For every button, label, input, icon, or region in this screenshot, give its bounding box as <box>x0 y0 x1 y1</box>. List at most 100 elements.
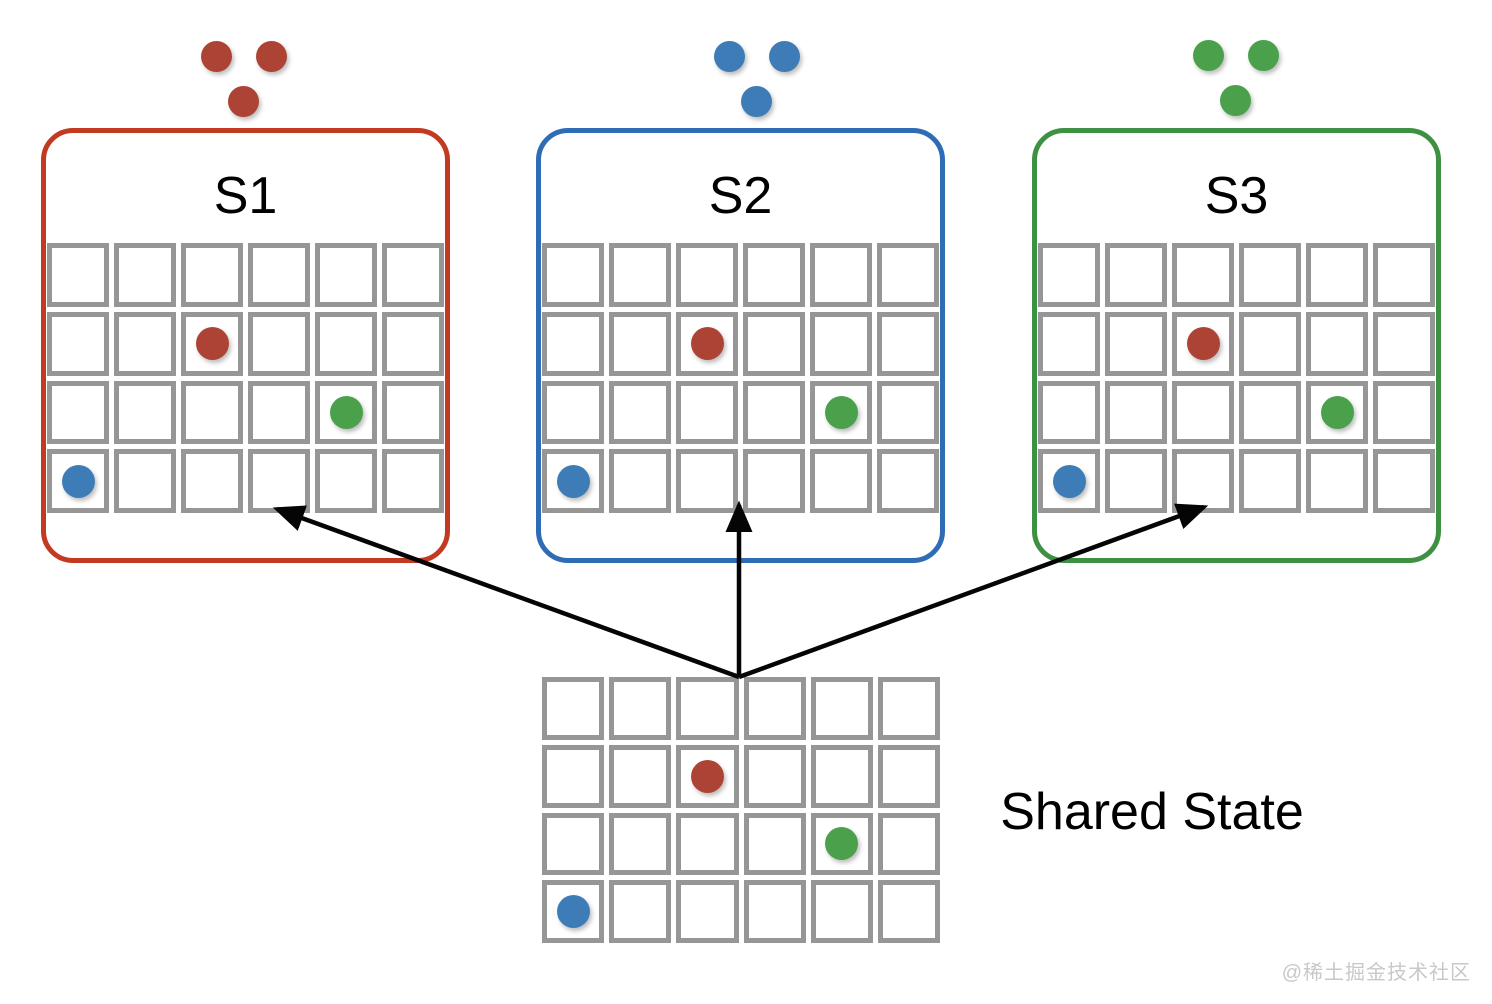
watermark: @稀土掘金技术社区 <box>1281 962 1471 984</box>
grid-cell <box>382 311 444 376</box>
grid-cell <box>609 744 672 808</box>
grid-cell <box>877 677 940 740</box>
grid-cell <box>315 380 377 445</box>
grid-cell <box>609 812 672 876</box>
grid-cell <box>676 449 738 513</box>
grid-cell <box>877 311 939 376</box>
grid-cell <box>676 311 738 376</box>
shared-state-label: Shared State <box>1000 783 1304 841</box>
grid-cell <box>382 380 444 445</box>
grid-cell <box>542 812 605 876</box>
grid-cell <box>676 812 739 876</box>
station-grid-s1 <box>47 243 444 513</box>
pending-dot <box>714 41 745 72</box>
grid-cell <box>315 311 377 376</box>
grid-cell <box>877 880 940 943</box>
grid-cell <box>248 380 310 445</box>
grid-cell <box>609 677 672 740</box>
grid-cell <box>810 677 873 740</box>
pending-dot <box>741 86 772 117</box>
grid-cell <box>382 243 444 307</box>
grid-cell <box>743 880 806 943</box>
grid-cell <box>47 311 109 376</box>
station-title: S2 <box>708 167 773 225</box>
grid-cell <box>877 744 940 808</box>
grid-cell <box>609 243 671 307</box>
pending-dots-cluster-s2 <box>711 41 803 159</box>
grid-cell <box>181 380 243 445</box>
green-state-dot <box>329 395 363 429</box>
grid-cell <box>542 744 605 808</box>
grid-cell <box>542 677 605 740</box>
grid-cell <box>542 380 604 445</box>
grid-cell <box>810 243 872 307</box>
blue-state-dot <box>1052 464 1086 498</box>
grid-cell <box>1105 243 1167 307</box>
grid-cell <box>382 449 444 513</box>
grid-cell <box>542 449 604 513</box>
grid-cell <box>47 449 109 513</box>
grid-cell <box>676 880 739 943</box>
station-box-s3: S3 <box>1032 128 1441 563</box>
grid-cell <box>114 311 176 376</box>
grid-cell <box>47 380 109 445</box>
grid-cell <box>1239 243 1301 307</box>
grid-cell <box>609 449 671 513</box>
station-box-s2: S2 <box>536 128 945 563</box>
grid-cell <box>1239 449 1301 513</box>
grid-cell <box>810 380 872 445</box>
station-grid-s2 <box>542 243 939 513</box>
grid-cell <box>810 880 873 943</box>
grid-cell <box>542 880 605 943</box>
grid-cell <box>1306 380 1368 445</box>
grid-cell <box>315 243 377 307</box>
grid-cell <box>181 449 243 513</box>
grid-cell <box>542 311 604 376</box>
grid-cell <box>1239 380 1301 445</box>
grid-cell <box>743 812 806 876</box>
station-box-s1: S1 <box>41 128 450 563</box>
grid-cell <box>315 449 377 513</box>
green-state-dot <box>825 827 859 861</box>
grid-cell <box>1172 449 1234 513</box>
grid-cell <box>676 677 739 740</box>
grid-cell <box>1038 449 1100 513</box>
grid-cell <box>1105 449 1167 513</box>
grid-cell <box>810 744 873 808</box>
grid-cell <box>1239 311 1301 376</box>
grid-cell <box>877 380 939 445</box>
grid-cell <box>609 380 671 445</box>
grid-cell <box>1105 311 1167 376</box>
blue-state-dot <box>556 895 590 929</box>
pending-dot <box>1193 40 1224 71</box>
grid-cell <box>810 311 872 376</box>
grid-cell <box>1172 311 1234 376</box>
grid-cell <box>743 744 806 808</box>
green-state-dot <box>824 395 858 429</box>
pending-dots-cluster-s1 <box>198 41 290 159</box>
grid-cell <box>114 380 176 445</box>
pending-dot <box>1220 85 1251 116</box>
red-state-dot <box>690 759 724 793</box>
grid-cell <box>676 243 738 307</box>
grid-cell <box>542 243 604 307</box>
grid-cell <box>1306 311 1368 376</box>
pending-dot <box>1248 40 1279 71</box>
red-state-dot <box>1186 327 1220 361</box>
grid-cell <box>609 311 671 376</box>
station-grid-s3 <box>1038 243 1435 513</box>
pending-dot <box>769 41 800 72</box>
grid-cell <box>1306 243 1368 307</box>
grid-cell <box>877 449 939 513</box>
grid-cell <box>248 243 310 307</box>
grid-cell <box>1306 449 1368 513</box>
grid-cell <box>676 744 739 808</box>
grid-cell <box>1172 380 1234 445</box>
station-title: S1 <box>213 167 278 225</box>
grid-cell <box>1373 380 1435 445</box>
blue-state-dot <box>61 464 95 498</box>
grid-cell <box>743 677 806 740</box>
grid-cell <box>743 380 805 445</box>
grid-cell <box>1373 449 1435 513</box>
